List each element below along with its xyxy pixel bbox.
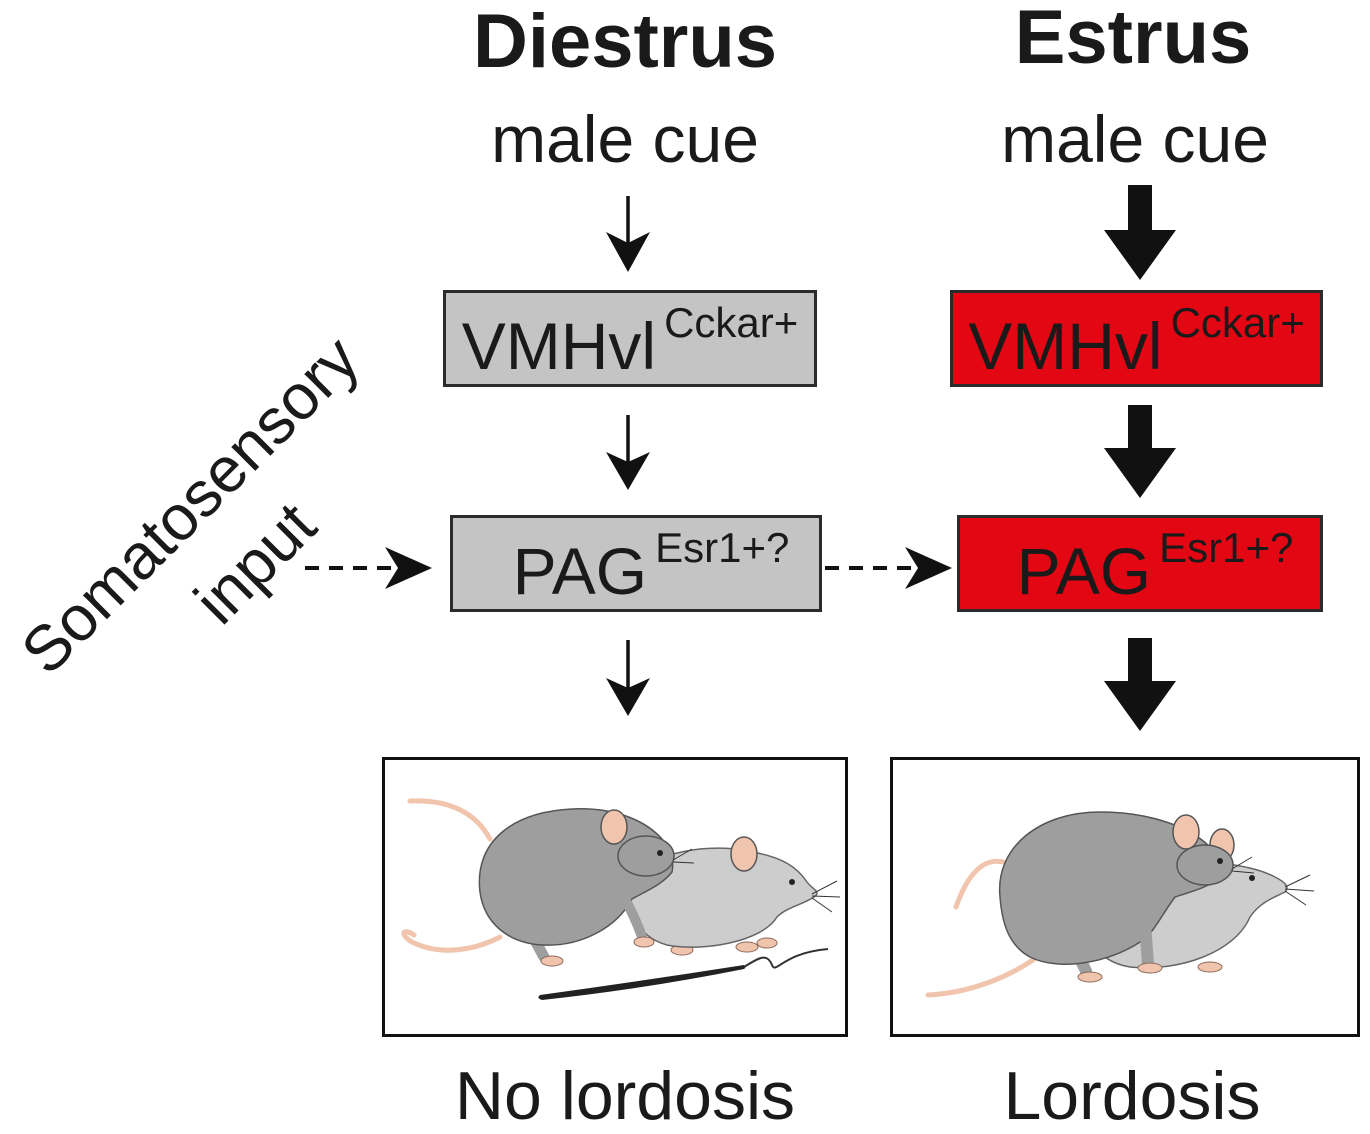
region-marker-superscript: Esr1+? [655,524,790,571]
mouse-paw [756,937,778,949]
mouse-eye [657,850,663,856]
motion-squiggle [743,948,829,969]
diestrus-outcome-label: No lordosis [454,1058,796,1134]
male-mouse [925,811,1255,998]
mouse-tail [401,929,503,953]
arrow-right-dashed-icon [305,547,432,589]
mouse-eye [1249,875,1255,881]
mouse-paw [1197,961,1223,973]
mouse-eye [1217,858,1223,864]
region-name: PAG [512,534,648,608]
mice-lordosis-icon [925,811,1315,998]
region-name: VMHvl [461,309,657,383]
mouse-foot [540,955,564,967]
region-name: VMHvl [968,309,1163,383]
mouse-ear [1172,814,1200,850]
mice-mounting-icon [401,798,841,1000]
estrus-cue-label: male cue [1001,102,1269,176]
arrow-down-thick-icon [1104,405,1176,498]
arrow-down-thin-icon [606,196,650,272]
region-marker-superscript: Cckar+ [1170,299,1305,346]
mouse-paw [633,936,655,948]
mouse-whiskers [811,880,841,913]
diestrus-illustration-panel [382,757,848,1037]
estrus-illustration-panel [890,757,1360,1037]
mouse-whiskers [1284,874,1315,906]
male-mouse [401,798,695,967]
region-marker-superscript: Cckar+ [664,299,799,346]
mouse-ear [600,809,628,845]
mouse-ear [730,836,758,872]
mouse-whiskers [1231,856,1255,874]
motion-brush-stroke [538,965,746,1000]
mouse-paw [1137,962,1163,974]
region-marker-superscript: Esr1+? [1159,524,1294,571]
mouse-head [1176,844,1234,886]
mouse-head [617,835,675,877]
mouse-front-leg [619,892,647,942]
region-name: PAG [1016,534,1152,608]
mouse-paw [735,941,759,953]
mouse-eye [789,879,795,885]
arrow-down-thin-icon [606,415,650,490]
arrow-right-dashed-icon [825,547,952,589]
arrow-down-thick-icon [1104,638,1176,731]
mouse-tail [407,798,493,842]
estrus-title: Estrus [1014,0,1252,80]
estrus-outcome-label: Lordosis [1003,1058,1261,1134]
arrow-down-thick-icon [1104,185,1176,280]
diestrus-cue-label: male cue [491,102,759,176]
mouse-foot [1077,971,1103,983]
mouse-whiskers [672,848,695,864]
mouse-front-leg [1139,919,1154,969]
female-mouse [628,836,841,956]
mouse-tail [925,952,1043,998]
diestrus-title: Diestrus [472,0,778,84]
arrow-down-thin-icon [606,640,650,716]
